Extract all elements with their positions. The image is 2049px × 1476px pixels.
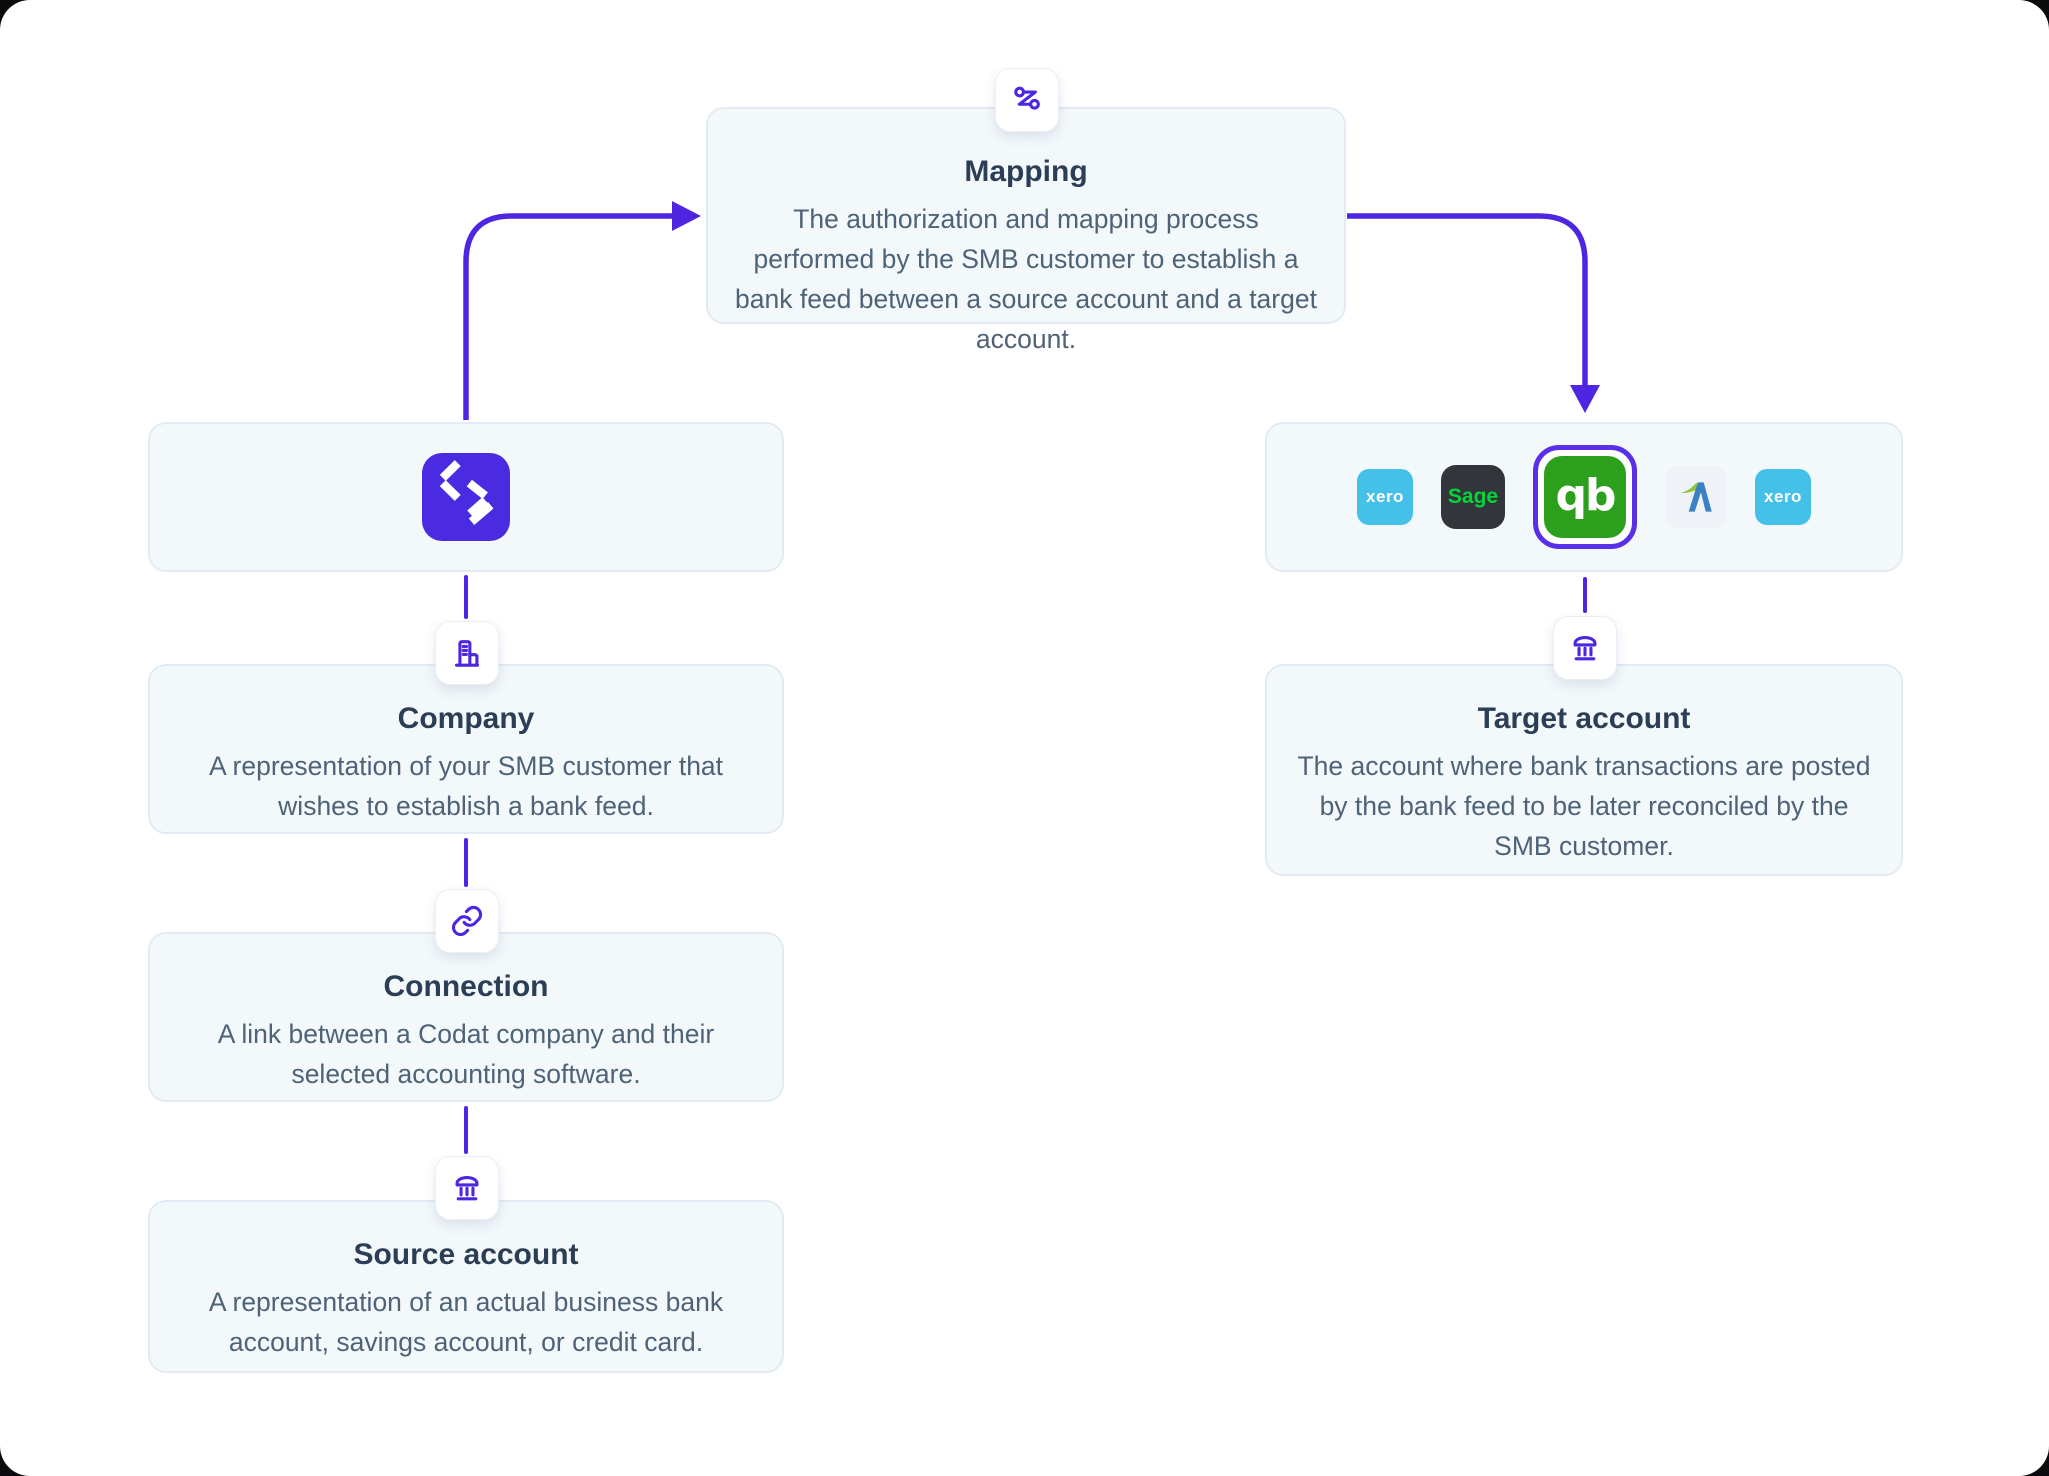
company-title: Company: [397, 702, 535, 735]
bank-icon: [1573, 635, 1597, 661]
codat-card: [148, 422, 784, 572]
link-icon: [451, 906, 483, 936]
xero-logo-label: xero: [1764, 487, 1802, 506]
quickbooks-logo: qb: [1544, 456, 1626, 538]
connection-card: Connection A link between a Codat compan…: [148, 932, 784, 1102]
sage-logo-label: Sage: [1447, 485, 1499, 508]
company-card: Company A representation of your SMB cus…: [148, 664, 784, 834]
connector-line: [464, 1106, 468, 1154]
freeagent-icon: [1680, 482, 1712, 512]
target-account-description: The account where bank transactions are …: [1297, 751, 1871, 861]
connection-title: Connection: [383, 970, 549, 1003]
arrow-codat-to-mapping: [463, 213, 672, 420]
source-account-card: Source account A representation of an ac…: [148, 1200, 784, 1373]
bank-icon: [455, 1175, 479, 1201]
connector-line: [464, 575, 468, 619]
xero-logo[interactable]: xero: [1357, 469, 1413, 525]
xero-logo[interactable]: xero: [1755, 469, 1811, 525]
connection-description: A link between a Codat company and their…: [217, 1019, 715, 1089]
connection-icon-badge: [435, 889, 499, 953]
mapping-description: The authorization and mapping process pe…: [735, 204, 1317, 354]
mapping-card: Mapping The authorization and mapping pr…: [706, 107, 1346, 354]
arrowhead-down-icon: [1570, 385, 1600, 413]
company-description: A representation of your SMB customer th…: [208, 751, 724, 821]
company-icon-badge: [435, 621, 499, 685]
connector-line: [464, 838, 468, 887]
codat-logo-icon: [422, 453, 510, 541]
xero-logo-label: xero: [1366, 487, 1404, 506]
route-icon: [1014, 86, 1040, 110]
source-account-icon-badge: [435, 1156, 499, 1220]
freeagent-logo[interactable]: [1665, 466, 1727, 528]
sage-logo[interactable]: Sage: [1441, 465, 1505, 529]
accounting-platforms-card: xero Sage qb xero: [1265, 422, 1903, 572]
arrow-mapping-to-platforms: [1347, 213, 1588, 385]
quickbooks-logo-label: qb: [1555, 469, 1617, 521]
arrowhead-right-icon: [672, 201, 701, 231]
source-account-title: Source account: [353, 1238, 579, 1271]
building-icon: [454, 640, 480, 667]
target-account-title: Target account: [1477, 702, 1691, 735]
connector-line: [1583, 577, 1587, 613]
target-account-icon-badge: [1553, 616, 1617, 680]
mapping-title: Mapping: [964, 155, 1088, 188]
quickbooks-logo-selected[interactable]: qb: [1533, 445, 1637, 549]
target-account-card: Target account The account where bank tr…: [1265, 664, 1903, 876]
mapping-icon-badge: [995, 68, 1059, 132]
source-account-description: A representation of an actual business b…: [208, 1287, 724, 1357]
